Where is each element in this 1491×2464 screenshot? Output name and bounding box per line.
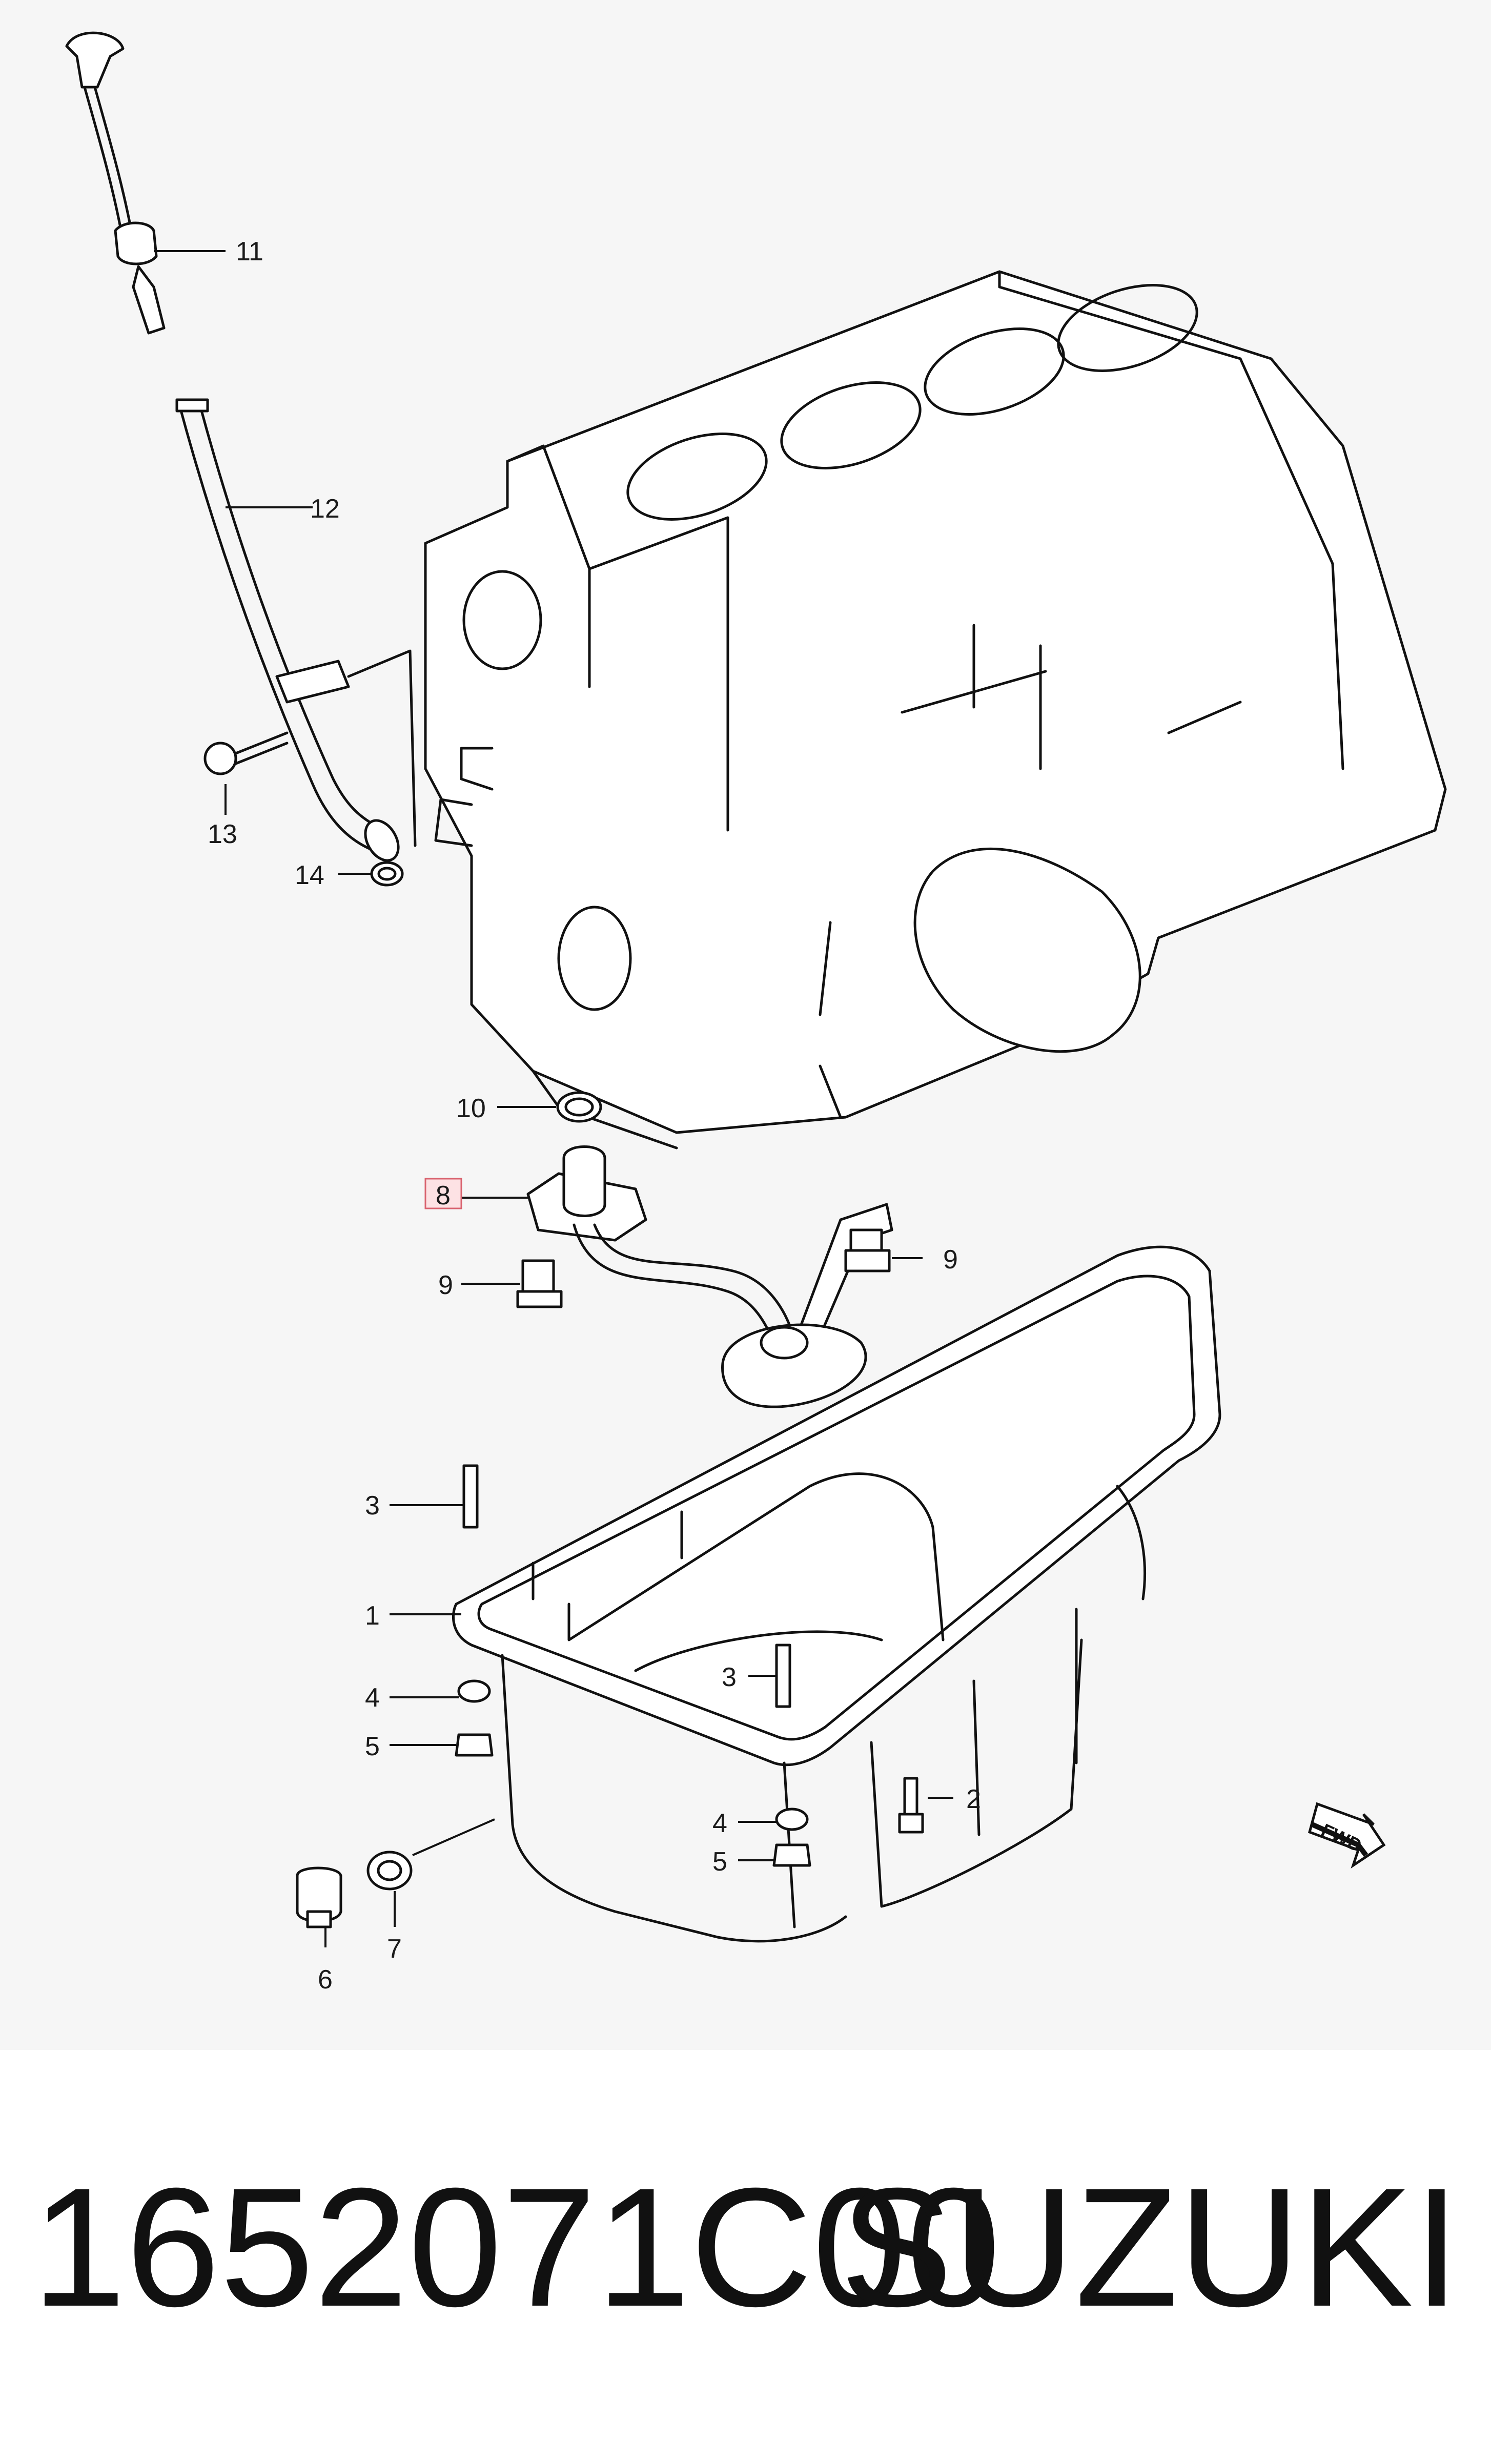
callout-10: 10 — [456, 1094, 486, 1123]
drain-plug — [296, 1866, 342, 1928]
gauge-guide-seal — [114, 221, 166, 335]
stud-2 — [898, 1777, 924, 1834]
exploded-parts-diagram: FWD 11 12 13 14 10 8 9 9 3 1 4 5 — [65, 31, 1447, 1995]
callout-11: 11 — [236, 237, 263, 266]
callout-4-center: 4 — [712, 1809, 727, 1838]
part-number: 1652071C00 — [32, 2152, 1001, 2342]
callout-9-left: 9 — [438, 1270, 453, 1300]
nut-center — [772, 1843, 811, 1867]
brand-name: SUZUKI — [840, 2152, 1460, 2342]
callout-8: 8 — [436, 1181, 451, 1210]
callout-12: 12 — [310, 494, 340, 524]
engine-block — [424, 270, 1447, 1149]
guide-bolt — [203, 731, 289, 775]
strainer-bolt-left — [516, 1259, 563, 1308]
nut-left — [455, 1733, 494, 1757]
callout-4-left: 4 — [365, 1683, 380, 1713]
oil-strainer — [526, 1145, 893, 1408]
strainer-bolt-right — [844, 1228, 891, 1272]
gasket-10 — [556, 1091, 602, 1123]
callout-3-center: 3 — [722, 1662, 737, 1692]
callout-14: 14 — [295, 860, 324, 890]
callout-3-left: 3 — [365, 1491, 380, 1521]
callout-5-center: 5 — [712, 1847, 727, 1877]
caption-area — [0, 2050, 1491, 2464]
o-ring — [370, 861, 404, 887]
diagram-area: FWD 11 12 13 14 10 8 9 9 3 1 4 5 — [65, 31, 1447, 1995]
stud-bolt-left — [462, 1464, 479, 1529]
callout-1: 1 — [365, 1601, 380, 1631]
callout-13: 13 — [208, 819, 237, 849]
callout-labels: 11 12 13 14 10 8 9 9 3 1 4 5 3 2 4 5 6 7 — [208, 237, 981, 1995]
leader-lines — [154, 250, 953, 1947]
callout-9-right: 9 — [943, 1245, 958, 1275]
washer-center — [775, 1808, 809, 1831]
washer-left — [457, 1679, 491, 1703]
fwd-arrow-icon: FWD — [1308, 1802, 1386, 1869]
callout-2: 2 — [966, 1784, 981, 1814]
callout-7: 7 — [387, 1934, 402, 1964]
gasket-pointer-line — [412, 1818, 495, 1856]
stud-bolt-center — [775, 1644, 791, 1708]
callout-5-left: 5 — [365, 1732, 380, 1761]
callout-6: 6 — [318, 1965, 333, 1995]
oil-level-gauge — [65, 31, 135, 242]
oil-gauge-guide — [175, 398, 417, 862]
drain-plug-gasket — [366, 1851, 413, 1891]
callout-8-highlight — [424, 1178, 462, 1209]
oil-pan — [452, 1245, 1221, 1943]
